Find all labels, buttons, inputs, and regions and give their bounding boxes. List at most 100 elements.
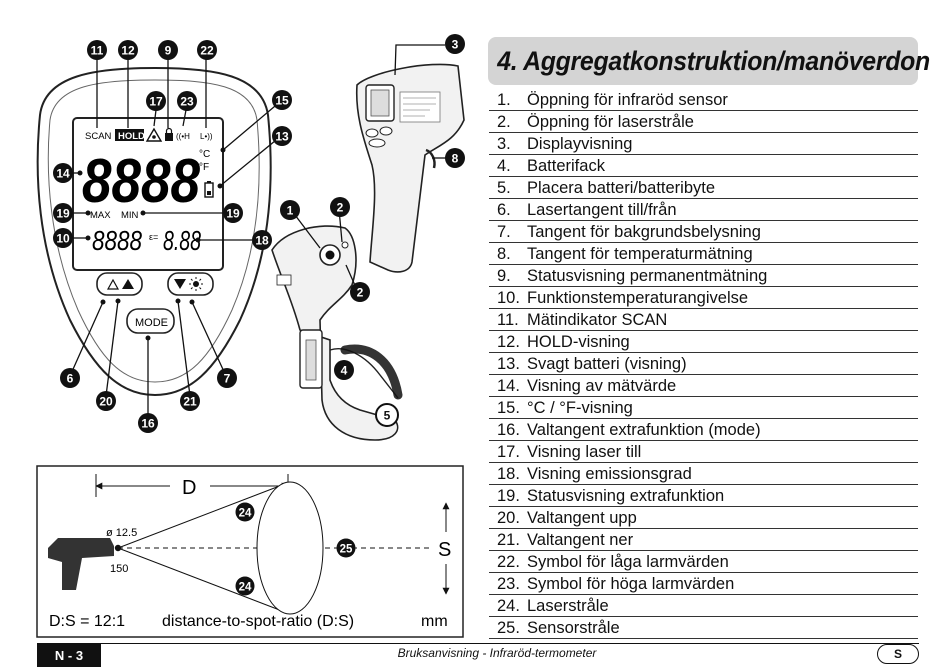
parts-item-label: Valtangent ner — [527, 531, 634, 549]
parts-item-label: Laserstråle — [527, 597, 609, 615]
parts-list-item: 25.Sensorstråle — [489, 617, 918, 639]
parts-item-number: 17. — [497, 443, 520, 461]
callout-12: 12 — [118, 40, 138, 60]
svg-text:15: 15 — [275, 94, 289, 108]
parts-list-item: 15.°C / °F-visning — [489, 397, 918, 419]
parts-list-item: 21.Valtangent ner — [489, 529, 918, 551]
svg-text:16: 16 — [141, 417, 155, 431]
svg-text:23: 23 — [180, 95, 194, 109]
parts-item-label: Valtangent upp — [527, 509, 637, 527]
callout-5: 5 — [375, 403, 399, 427]
parts-item-label: Batterifack — [527, 157, 605, 175]
laser-up-button[interactable] — [96, 272, 143, 296]
alarm-low-symbol: L•)) — [200, 132, 213, 141]
unit-celsius: °C — [199, 149, 210, 160]
parts-item-number: 4. — [497, 157, 511, 175]
parts-item-label: Öppning för laserstråle — [527, 113, 694, 131]
parts-item-number: 23. — [497, 575, 520, 593]
parts-item-label: Tangent för temperaturmätning — [527, 245, 753, 263]
callout-15: 15 — [272, 90, 292, 110]
unit-label: mm — [421, 613, 448, 630]
parts-item-number: 3. — [497, 135, 511, 153]
parts-item-number: 15. — [497, 399, 520, 417]
section-header: 4. Aggregatkonstruktion/manöverdon — [488, 37, 930, 85]
ratio-value: D:S = 12:1 — [49, 613, 125, 630]
parts-item-label: Tangent för bakgrundsbelysning — [527, 223, 761, 241]
parts-item-label: Svagt batteri (visning) — [527, 355, 687, 373]
svg-text:2: 2 — [337, 201, 344, 215]
max-indicator: MAX — [90, 210, 111, 221]
parts-list-item: 19.Statusvisning extrafunktion — [489, 485, 918, 507]
callout-24-top: 24 — [235, 502, 255, 522]
parts-item-label: Placera batteri/batteribyte — [527, 179, 716, 197]
svg-text:12: 12 — [121, 44, 135, 58]
parts-list-item: 9.Statusvisning permanentmätning — [489, 265, 918, 287]
parts-list-item: 4. Batterifack — [489, 155, 918, 177]
parts-item-label: Symbol för låga larmvärden — [527, 553, 729, 571]
scan-indicator: SCAN — [85, 131, 112, 142]
display-panel — [36, 66, 272, 397]
svg-text:24: 24 — [239, 508, 252, 520]
parts-item-number: 19. — [497, 487, 520, 505]
parts-item-number: 7. — [497, 223, 511, 241]
callout-19-left: 19 — [53, 203, 73, 223]
section-title: 4. Aggregatkonstruktion/manöverdon — [497, 46, 930, 76]
distance-value: 150 — [110, 563, 128, 575]
svg-text:3: 3 — [452, 38, 459, 52]
svg-text:18: 18 — [255, 234, 269, 248]
parts-list-item: 13. Svagt batteri (visning) — [489, 353, 918, 375]
parts-item-number: 2. — [497, 113, 511, 131]
parts-item-number: 20. — [497, 509, 520, 527]
svg-text:4: 4 — [341, 364, 348, 378]
svg-text:13: 13 — [275, 130, 289, 144]
unit-fahrenheit: °F — [199, 162, 209, 173]
parts-list-item: 18.Visning emissionsgrad — [489, 463, 918, 485]
parts-item-label: HOLD-visning — [527, 333, 630, 351]
parts-item-number: 18. — [497, 465, 520, 483]
spot-label: S — [438, 539, 451, 561]
svg-text:14: 14 — [56, 167, 70, 181]
parts-item-number: 5. — [497, 179, 511, 197]
callout-18: 18 — [252, 230, 272, 250]
svg-text:24: 24 — [239, 582, 252, 594]
alarm-high-symbol: ((•H — [176, 132, 190, 141]
parts-item-number: 16. — [497, 421, 520, 439]
callout-9: 9 — [158, 40, 178, 60]
parts-item-label: Visning laser till — [527, 443, 642, 461]
svg-text:21: 21 — [183, 395, 197, 409]
spot-diagram: D S ø 12.5 150 D:S = 12:1 distance-to-sp… — [36, 465, 464, 638]
main-value: 8888 — [82, 147, 200, 216]
svg-text:10: 10 — [56, 232, 70, 246]
device-illustration: SCAN HOLD ((•H L•)) 8888 °C °F MAX MIN 8… — [36, 34, 465, 638]
emissivity-symbol: ε= — [149, 232, 158, 242]
parts-item-number: 12. — [497, 333, 520, 351]
svg-text:6: 6 — [67, 372, 74, 386]
distance-label: D — [182, 477, 196, 499]
parts-item-number: 6. — [497, 201, 511, 219]
parts-list-item: 16.Valtangent extrafunktion (mode) — [489, 419, 918, 441]
parts-item-number: 24. — [497, 597, 520, 615]
parts-item-number: 8. — [497, 245, 511, 263]
svg-text:9: 9 — [165, 44, 172, 58]
battery-low-icon — [204, 181, 214, 198]
parts-item-number: 13. — [497, 355, 520, 373]
callout-24-bottom: 24 — [235, 576, 255, 596]
callout-19-right: 19 — [223, 203, 243, 223]
svg-text:17: 17 — [149, 95, 163, 109]
parts-list-item: 10.Funktionstemperaturangivelse — [489, 287, 918, 309]
parts-item-label: Lasertangent till/från — [527, 201, 677, 219]
parts-item-number: 14. — [497, 377, 520, 395]
svg-text:25: 25 — [340, 544, 353, 556]
down-backlight-button[interactable] — [167, 272, 214, 296]
callout-3: 3 — [445, 34, 465, 54]
parts-item-number: 1. — [497, 91, 511, 109]
parts-item-number: 25. — [497, 619, 520, 637]
lcd-screen — [72, 117, 224, 271]
spot-diameter: ø 12.5 — [106, 527, 137, 539]
mode-button[interactable]: MODE — [126, 308, 175, 334]
parts-item-label: Statusvisning permanentmätning — [527, 267, 768, 285]
parts-list-item: 12. HOLD-visning — [489, 331, 918, 353]
callout-6: 6 — [60, 368, 80, 388]
callout-2-top: 2 — [330, 197, 350, 217]
